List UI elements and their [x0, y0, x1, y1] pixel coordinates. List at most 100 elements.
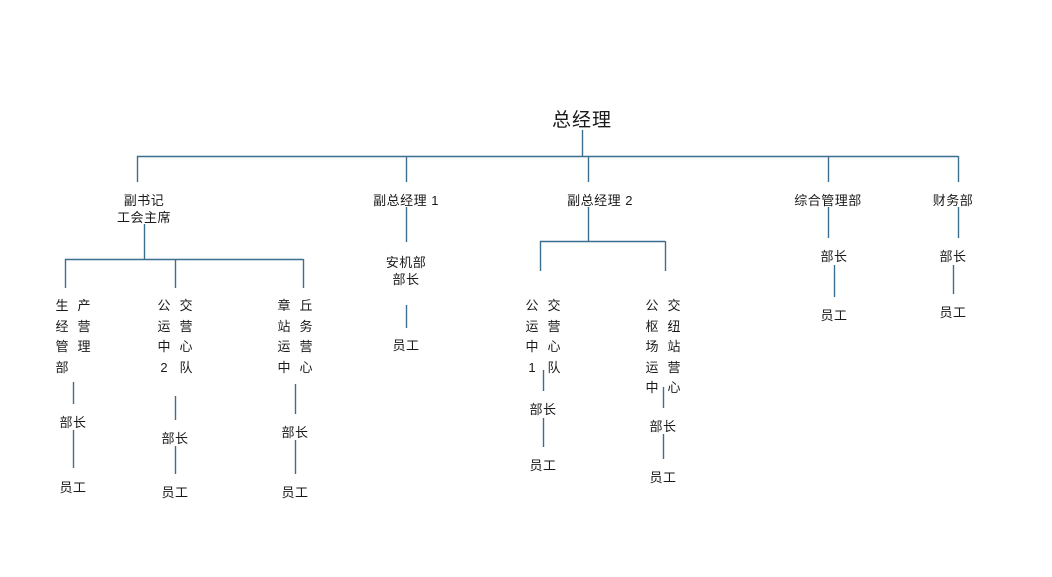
node-zhangqiu-station-operation-center-char-0-0: 章 — [277, 298, 291, 313]
node-finance-dept-line-0: 财务部 — [932, 193, 974, 208]
node-staff-general-admin-line-0: 员工 — [820, 308, 848, 323]
node-general-manager[interactable]: 总经理 — [552, 108, 612, 133]
node-production-operation-management-dept-char-0-0: 生 — [55, 298, 69, 313]
node-production-operation-management-dept-char-1-0: 产 — [77, 298, 91, 313]
node-safety-machinery-dept[interactable]: 安机部部长 — [386, 254, 427, 288]
node-staff-production-dept-line-0: 员工 — [59, 480, 87, 495]
node-bus-hub-station-operation-center-char-1-2: 站 — [667, 339, 681, 354]
node-general-admin-dept-line-0: 综合管理部 — [794, 193, 862, 208]
node-production-operation-management-dept-char-1-1: 营 — [77, 318, 91, 334]
node-head-finance[interactable]: 部长 — [939, 248, 966, 265]
node-bus-hub-station-operation-center-char-0-3: 运 — [645, 359, 659, 375]
node-production-operation-management-dept-char-0-1: 经 — [55, 318, 69, 334]
node-deputy-gm-1-line-0: 副总经理 1 — [373, 193, 439, 208]
node-staff-general-admin[interactable]: 员工 — [820, 307, 847, 324]
node-head-bus-team-2[interactable]: 部长 — [161, 430, 188, 447]
node-bus-hub-station-operation-center-char-0-4: 中 — [645, 380, 659, 395]
node-bus-hub-station-operation-center[interactable]: 公枢场运中交纽站营心 — [645, 296, 680, 399]
node-bus-hub-station-operation-center-char-0-0: 公 — [645, 298, 659, 313]
node-bus-operation-center-team-2-char-1-0: 交 — [179, 298, 193, 313]
node-bus-operation-center-team-1-char-0-0: 公 — [525, 298, 539, 313]
node-deputy-gm-1[interactable]: 副总经理 1 — [373, 192, 439, 209]
node-head-production-dept-line-0: 部长 — [59, 415, 87, 430]
node-head-zhangqiu-center-line-0: 部长 — [281, 425, 309, 440]
node-head-zhangqiu-center[interactable]: 部长 — [281, 424, 308, 441]
node-head-general-admin-line-0: 部长 — [820, 249, 848, 264]
node-staff-bus-team-2[interactable]: 员工 — [161, 484, 188, 501]
node-production-operation-management-dept-char-1-2: 理 — [77, 339, 91, 354]
node-production-operation-management-dept[interactable]: 生经管部产营理 — [55, 296, 90, 378]
node-zhangqiu-station-operation-center-col-1: 丘务营心 — [300, 296, 313, 378]
node-staff-finance[interactable]: 员工 — [939, 304, 966, 321]
node-deputy-secretary-line-1: 工会主席 — [116, 210, 172, 226]
node-staff-bus-team-1-line-0: 员工 — [529, 458, 557, 473]
node-zhangqiu-station-operation-center-char-1-1: 务 — [299, 318, 313, 334]
node-bus-operation-center-team-1-char-0-1: 运 — [525, 318, 539, 334]
node-bus-hub-station-operation-center-char-1-3: 营 — [667, 359, 681, 375]
node-bus-hub-station-operation-center-char-1-1: 纽 — [667, 318, 681, 334]
node-zhangqiu-station-operation-center-char-1-0: 丘 — [299, 298, 313, 313]
node-bus-operation-center-team-1-char-1-3: 队 — [547, 359, 561, 375]
node-general-manager-line-0: 总经理 — [551, 110, 613, 131]
node-bus-hub-station-operation-center-col-0: 公枢场运中 — [645, 296, 658, 399]
node-bus-operation-center-team-2-char-1-1: 营 — [179, 318, 193, 334]
node-bus-operation-center-team-2-char-1-2: 心 — [179, 339, 193, 354]
node-bus-operation-center-team-1-char-1-2: 心 — [547, 339, 561, 354]
node-zhangqiu-station-operation-center-char-0-3: 中 — [277, 359, 291, 375]
node-zhangqiu-station-operation-center[interactable]: 章站运中丘务营心 — [277, 296, 312, 378]
node-general-admin-dept[interactable]: 综合管理部 — [794, 192, 862, 209]
node-zhangqiu-station-operation-center-char-1-2: 营 — [299, 339, 313, 354]
node-bus-operation-center-team-2-col-1: 交营心队 — [180, 296, 193, 378]
node-staff-zhangqiu-center-line-0: 员工 — [281, 485, 309, 500]
node-bus-operation-center-team-2[interactable]: 公运中 2 交营心队 — [157, 296, 192, 378]
node-production-operation-management-dept-col-1: 产营理 — [78, 296, 91, 378]
node-staff-zhangqiu-center[interactable]: 员工 — [281, 484, 308, 501]
node-staff-bus-team-1[interactable]: 员工 — [529, 457, 556, 474]
node-bus-hub-station-operation-center-col-1: 交纽站营心 — [668, 296, 681, 399]
node-safety-machinery-dept-line-0: 安机部 — [385, 255, 427, 270]
node-safety-machinery-dept-line-1: 部长 — [392, 272, 420, 288]
node-head-bus-team-2-line-0: 部长 — [161, 431, 189, 446]
node-staff-finance-line-0: 员工 — [939, 305, 967, 320]
node-staff-safety-dept[interactable]: 员工 — [392, 337, 419, 354]
node-zhangqiu-station-operation-center-char-0-1: 站 — [277, 318, 291, 334]
node-staff-hub-center-line-0: 员工 — [649, 470, 677, 485]
node-bus-operation-center-team-1-col-1: 交营心队 — [548, 296, 561, 378]
node-finance-dept[interactable]: 财务部 — [933, 192, 974, 209]
node-head-bus-team-1[interactable]: 部长 — [529, 401, 556, 418]
node-bus-operation-center-team-2-char-0-3: 2 — [160, 359, 168, 375]
node-staff-hub-center[interactable]: 员工 — [649, 469, 676, 486]
node-bus-operation-center-team-1-char-1-0: 交 — [547, 298, 561, 313]
node-head-production-dept[interactable]: 部长 — [59, 414, 86, 431]
node-bus-hub-station-operation-center-char-0-2: 场 — [645, 339, 659, 354]
node-bus-operation-center-team-1-char-0-3: 1 — [528, 359, 536, 375]
node-zhangqiu-station-operation-center-col-0: 章站运中 — [277, 296, 290, 378]
node-head-hub-center[interactable]: 部长 — [649, 418, 676, 435]
node-bus-operation-center-team-2-char-0-0: 公 — [157, 298, 171, 313]
node-bus-operation-center-team-2-char-0-2: 中 — [157, 339, 171, 354]
node-production-operation-management-dept-char-0-2: 管 — [55, 339, 69, 354]
node-bus-operation-center-team-1-char-1-1: 营 — [547, 318, 561, 334]
node-head-hub-center-line-0: 部长 — [649, 419, 677, 434]
node-bus-operation-center-team-1-col-0: 公运中 1 — [525, 296, 538, 378]
node-bus-operation-center-team-2-col-0: 公运中 2 — [157, 296, 170, 378]
node-staff-safety-dept-line-0: 员工 — [392, 338, 420, 353]
node-bus-operation-center-team-2-char-1-3: 队 — [179, 359, 193, 375]
node-bus-operation-center-team-1-char-0-2: 中 — [525, 339, 539, 354]
node-zhangqiu-station-operation-center-char-1-3: 心 — [299, 359, 313, 375]
node-deputy-secretary-line-0: 副书记 — [123, 193, 165, 208]
node-bus-operation-center-team-2-char-0-1: 运 — [157, 318, 171, 334]
node-deputy-gm-2-line-0: 副总经理 2 — [567, 193, 633, 208]
node-head-general-admin[interactable]: 部长 — [820, 248, 847, 265]
node-bus-operation-center-team-1[interactable]: 公运中 1 交营心队 — [525, 296, 560, 378]
node-production-operation-management-dept-col-0: 生经管部 — [55, 296, 68, 378]
node-production-operation-management-dept-char-0-3: 部 — [55, 359, 69, 375]
node-staff-bus-team-2-line-0: 员工 — [161, 485, 189, 500]
node-bus-hub-station-operation-center-char-1-0: 交 — [667, 298, 681, 313]
node-deputy-secretary[interactable]: 副书记工会主席 — [117, 192, 171, 226]
node-staff-production-dept[interactable]: 员工 — [59, 479, 86, 496]
node-deputy-gm-2[interactable]: 副总经理 2 — [567, 192, 633, 209]
node-zhangqiu-station-operation-center-char-0-2: 运 — [277, 339, 291, 354]
